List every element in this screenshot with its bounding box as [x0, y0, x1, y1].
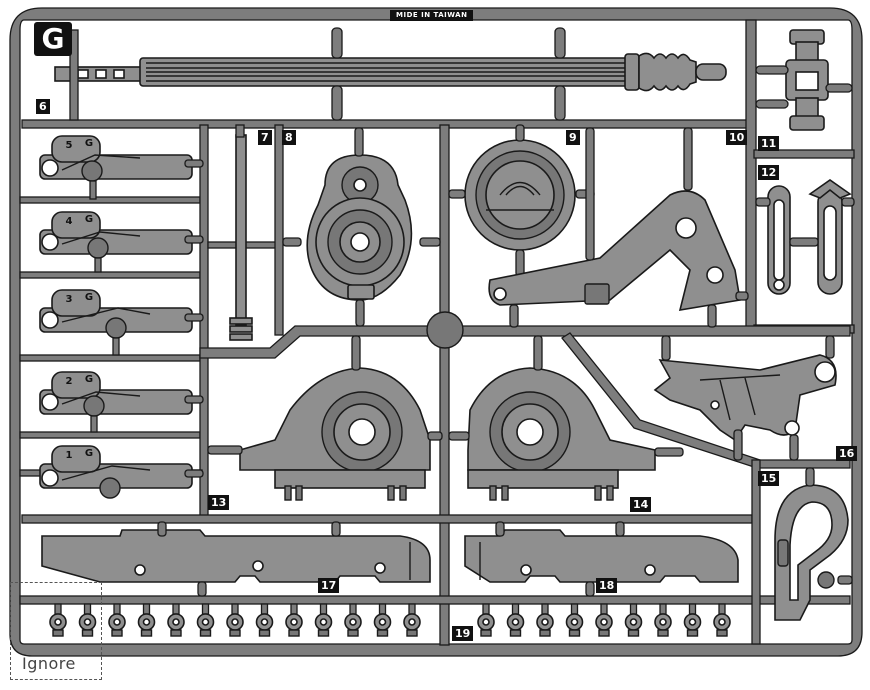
part-number-13: 13 — [208, 495, 230, 510]
sprue-frame — [9, 7, 863, 657]
small-clip — [373, 603, 392, 637]
arm-label-number: 4 — [65, 216, 73, 227]
arm-g1 — [39, 445, 204, 499]
arm-label-letter: G — [84, 448, 94, 459]
plate-part-18 — [464, 521, 739, 597]
small-clip — [595, 603, 613, 637]
small-clip — [344, 603, 362, 637]
arm-g3 — [39, 289, 204, 356]
ignore-label: Ignore — [22, 654, 76, 673]
small-clip — [167, 603, 185, 637]
small-clip — [713, 603, 731, 637]
arm-g5 — [39, 135, 204, 200]
small-clip — [683, 603, 702, 637]
part-number-8: 8 — [282, 130, 296, 145]
part-number-15: 15 — [758, 471, 780, 486]
part-number-18: 18 — [596, 578, 618, 593]
small-clip — [654, 603, 672, 637]
part-number-7: 7 — [258, 130, 272, 145]
linkage-part-16 — [653, 335, 837, 461]
small-clip — [255, 603, 274, 637]
plate-part-17 — [41, 521, 431, 597]
small-clip — [403, 603, 421, 637]
part-number-10: 10 — [726, 130, 748, 145]
part-number-6: 6 — [36, 99, 50, 114]
arm-parts — [39, 135, 204, 499]
arm-label-number: 1 — [65, 450, 73, 461]
hook-part-15 — [774, 467, 853, 621]
small-clip — [285, 603, 303, 637]
arm-label-letter: G — [84, 292, 94, 303]
arm-g2 — [39, 371, 204, 433]
small-clip — [477, 603, 495, 637]
arm-label-letter: G — [84, 374, 94, 385]
arm-label-number: 5 — [65, 140, 73, 151]
spool-part — [755, 29, 853, 131]
sprue-letter: G — [34, 22, 72, 56]
part-number-16: 16 — [836, 446, 858, 461]
ignore-region-box — [10, 582, 102, 680]
arm-label-number: 2 — [65, 376, 73, 387]
small-clip-row-19 — [49, 603, 731, 637]
lever-part-10 — [488, 127, 749, 328]
shaft-part — [54, 27, 727, 121]
gear-part-8 — [282, 127, 441, 327]
small-clip — [137, 603, 156, 637]
arm-g4 — [39, 211, 204, 273]
arm-label-number: 3 — [65, 294, 73, 305]
pin-part-7 — [229, 124, 253, 341]
part-number-9: 9 — [566, 130, 580, 145]
small-clip — [108, 603, 126, 637]
small-clip — [506, 603, 525, 637]
part-number-14: 14 — [630, 497, 652, 512]
small-clip — [78, 603, 97, 637]
arm-label-letter: G — [84, 138, 94, 149]
part-number-11: 11 — [758, 136, 780, 151]
part-number-19: 19 — [452, 626, 474, 641]
small-clip — [49, 603, 67, 637]
housing-part-13 — [207, 335, 443, 501]
small-clip — [624, 603, 643, 637]
small-clip — [226, 603, 244, 637]
small-clip — [536, 603, 554, 637]
made-in-label: MIDE IN TAIWAN — [390, 10, 474, 21]
small-clip — [314, 603, 333, 637]
small-clip — [565, 603, 584, 637]
small-clip — [196, 603, 215, 637]
arm-label-letter: G — [84, 214, 94, 225]
part-number-17: 17 — [318, 578, 340, 593]
part-number-12: 12 — [758, 165, 780, 180]
clip-part-12 — [755, 179, 855, 295]
housing-part-14 — [448, 335, 684, 501]
ring-part-9 — [448, 124, 595, 277]
